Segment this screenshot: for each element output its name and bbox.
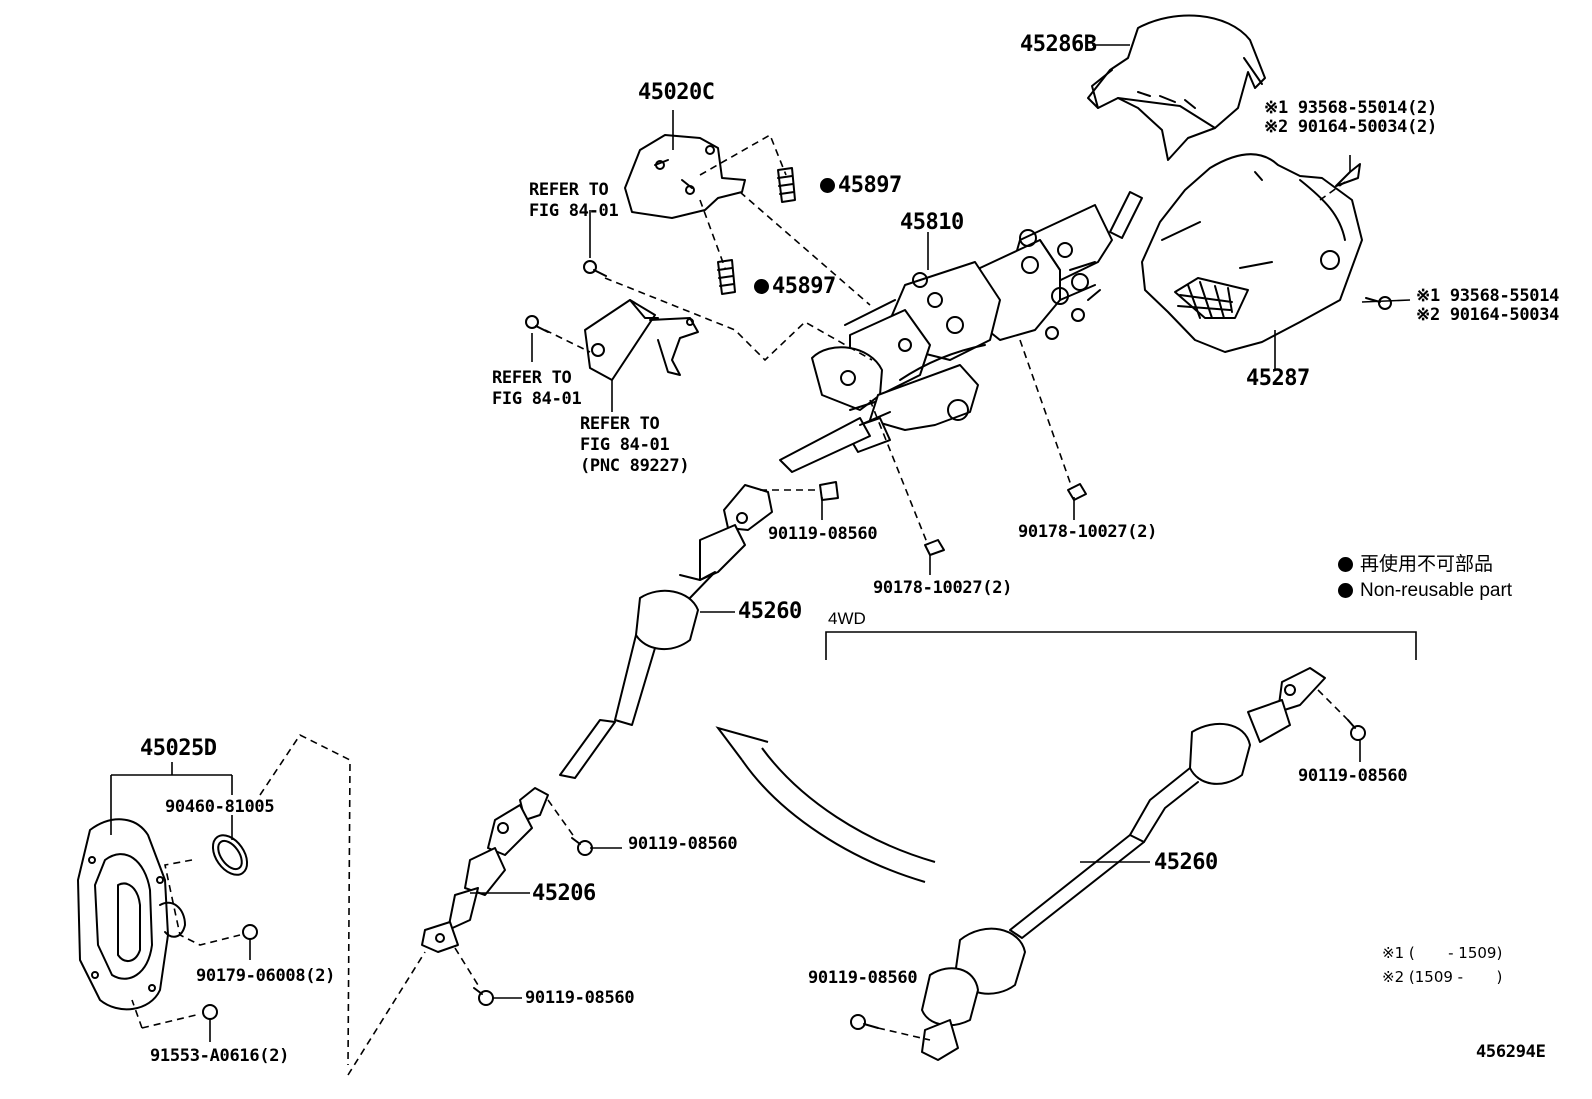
variant-label-4wd: 4WD — [828, 609, 866, 628]
refer-note-2: REFER TO FIG 84-01 — [492, 368, 582, 410]
illustration-id: 456294E — [1476, 1042, 1546, 1062]
label-45897-lower-text: 45897 — [772, 274, 836, 299]
upper-cover-note-2: ※2 90164-50034(2) — [1264, 117, 1437, 137]
label-90119-08560-a: 90119-08560 — [768, 524, 878, 544]
upper-cover-note-1: ※1 93568-55014(2) — [1264, 98, 1437, 118]
refer-note-1-line-2: FIG 84-01 — [529, 201, 619, 221]
legend-dot-icon — [1338, 583, 1353, 598]
label-45897-lower: 45897 — [754, 276, 836, 298]
footnote-1: ※1 ( - 1509) — [1382, 944, 1503, 962]
label-45206: 45206 — [532, 881, 596, 906]
refer-note-3: REFER TO FIG 84-01 (PNC 89227) — [580, 414, 690, 477]
label-91553-A0616: 91553-A0616(2) — [150, 1046, 290, 1066]
refer-note-1: REFER TO FIG 84-01 — [529, 180, 619, 222]
label-45025D: 45025D — [140, 736, 217, 761]
dust-cover-45025D-drawing — [77, 818, 249, 1011]
legend-japanese: 再使用不可部品 — [1338, 555, 1493, 574]
lower-column-cover-drawing — [1141, 153, 1363, 353]
label-45260-4wd: 45260 — [1154, 850, 1218, 875]
refer-note-3-line-2: FIG 84-01 — [580, 435, 670, 455]
label-45897-upper-text: 45897 — [838, 173, 902, 198]
label-45286B: 45286B — [1020, 32, 1097, 57]
label-45810: 45810 — [900, 210, 964, 235]
refer-note-3-line-1: REFER TO — [580, 414, 660, 434]
label-45020C: 45020C — [638, 80, 715, 105]
legend-english-text: Non-reusable part — [1360, 580, 1513, 601]
swap-arrow — [715, 726, 936, 883]
sensor-bracket-drawing — [584, 299, 699, 381]
bracket-45020C-drawing — [624, 134, 746, 219]
fastener-drawings — [202, 163, 1392, 1030]
non-reusable-dot — [754, 279, 769, 294]
footnote-2: ※2 (1509 - ) — [1382, 968, 1503, 986]
intermediate-shaft-upper-drawing — [559, 484, 773, 779]
intermediate-shaft-4wd-drawing — [921, 667, 1326, 1061]
lower-joint-45206-drawing — [421, 787, 549, 953]
legend-english: Non-reusable part — [1338, 581, 1512, 600]
label-90119-08560-d: 90119-08560 — [1298, 766, 1408, 786]
label-90119-08560-e: 90119-08560 — [808, 968, 918, 988]
non-reusable-dot — [820, 178, 835, 193]
dashed-lines — [131, 133, 1351, 1076]
lower-cover-note-1: ※1 93568-55014 — [1416, 286, 1560, 306]
refer-note-2-line-1: REFER TO — [492, 368, 572, 388]
label-45897-upper: 45897 — [820, 175, 902, 197]
label-45260-upper: 45260 — [738, 599, 802, 624]
label-45287: 45287 — [1246, 366, 1310, 391]
label-90178-10027-b: 90178-10027(2) — [873, 578, 1013, 598]
lower-cover-note-2: ※2 90164-50034 — [1416, 305, 1560, 325]
legend-japanese-text: 再使用不可部品 — [1360, 554, 1494, 575]
refer-note-1-line-1: REFER TO — [529, 180, 609, 200]
refer-note-3-line-3: (PNC 89227) — [580, 456, 690, 476]
label-90460-81005: 90460-81005 — [165, 797, 275, 817]
leader-lines — [110, 44, 1417, 1042]
label-90178-10027-a: 90178-10027(2) — [1018, 522, 1158, 542]
legend-dot-icon — [1338, 557, 1353, 572]
upper-column-cover-drawing — [1087, 14, 1266, 161]
steering-column-drawing — [779, 191, 1143, 473]
refer-note-2-line-2: FIG 84-01 — [492, 389, 582, 409]
label-90119-08560-c: 90119-08560 — [525, 988, 635, 1008]
label-90179-06008: 90179-06008(2) — [196, 966, 336, 986]
label-90119-08560-b: 90119-08560 — [628, 834, 738, 854]
